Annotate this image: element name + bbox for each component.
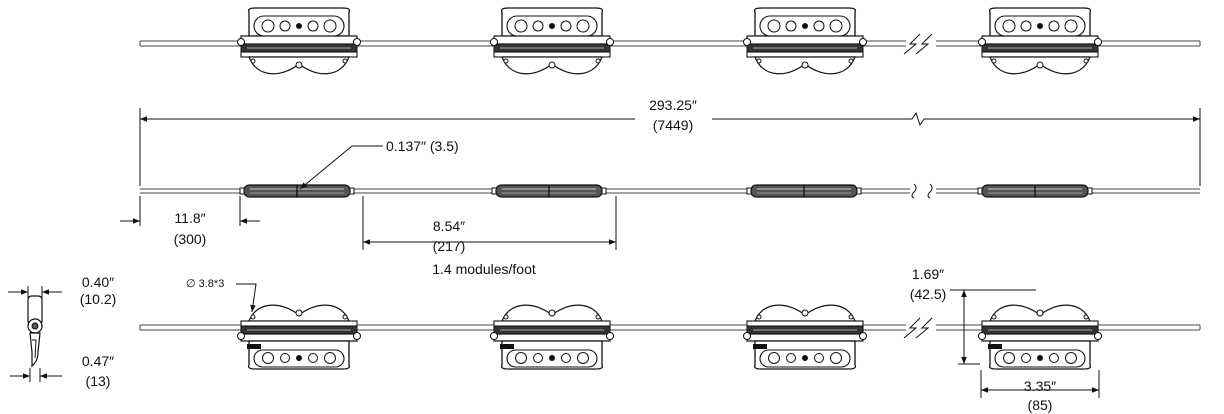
lead-length-dimension: 11.8″ (300) <box>120 196 260 247</box>
hole-callout: ∅ 3.8*3 <box>186 278 257 313</box>
module-bottom-4 <box>977 304 1103 370</box>
side-profile-view: 0.40″ (10.2) 0.47″ (13) <box>8 274 116 389</box>
module-bottom-1 <box>236 304 362 370</box>
top-string-view <box>139 7 1201 75</box>
wire-diameter-label: 0.137″ (3.5) <box>386 138 459 154</box>
pitch-dimension: 8.54″ (217) 1.4 modules/foot <box>362 196 617 277</box>
module-side-1 <box>239 184 355 198</box>
total-length-inches: 293.25″ <box>649 97 697 113</box>
module-width-dimension: 3.35″ (85) <box>980 370 1100 413</box>
module-top-2 <box>489 7 615 75</box>
module-width-inches: 3.35″ <box>1024 378 1056 394</box>
module-side-4 <box>977 184 1093 198</box>
module-height-dimension: 1.69″ (42.5) <box>910 266 1036 365</box>
bottom-string-view <box>139 304 1201 370</box>
middle-side-view <box>140 182 1200 199</box>
side-top-inches: 0.40″ <box>82 274 114 290</box>
module-height-mm: (42.5) <box>910 286 947 302</box>
module-height-inches: 1.69″ <box>912 266 944 282</box>
total-length-dimension: 293.25″ (7449) <box>139 97 1201 186</box>
module-top-4 <box>977 7 1103 75</box>
module-bottom-2 <box>489 304 615 370</box>
module-bottom-3 <box>742 304 868 370</box>
lead-length-inches: 11.8″ <box>174 210 205 226</box>
side-bottom-inches: 0.47″ <box>82 353 114 369</box>
pitch-inches: 8.54″ <box>433 218 465 234</box>
total-length-mm: (7449) <box>653 117 693 133</box>
module-width-mm: (85) <box>1028 397 1053 413</box>
hole-diameter-label: ∅ 3.8*3 <box>186 278 224 290</box>
side-bottom-mm: (13) <box>86 373 111 389</box>
lead-length-mm: (300) <box>174 231 207 247</box>
side-top-mm: (10.2) <box>80 291 117 307</box>
pitch-mm: (217) <box>433 238 466 254</box>
module-density: 1.4 modules/foot <box>432 261 536 277</box>
module-top-3 <box>742 7 868 75</box>
module-side-2 <box>491 184 607 198</box>
module-side-3 <box>746 184 862 198</box>
wire-diameter-callout: 0.137″ (3.5) <box>299 138 459 190</box>
module-top-1 <box>236 7 362 75</box>
